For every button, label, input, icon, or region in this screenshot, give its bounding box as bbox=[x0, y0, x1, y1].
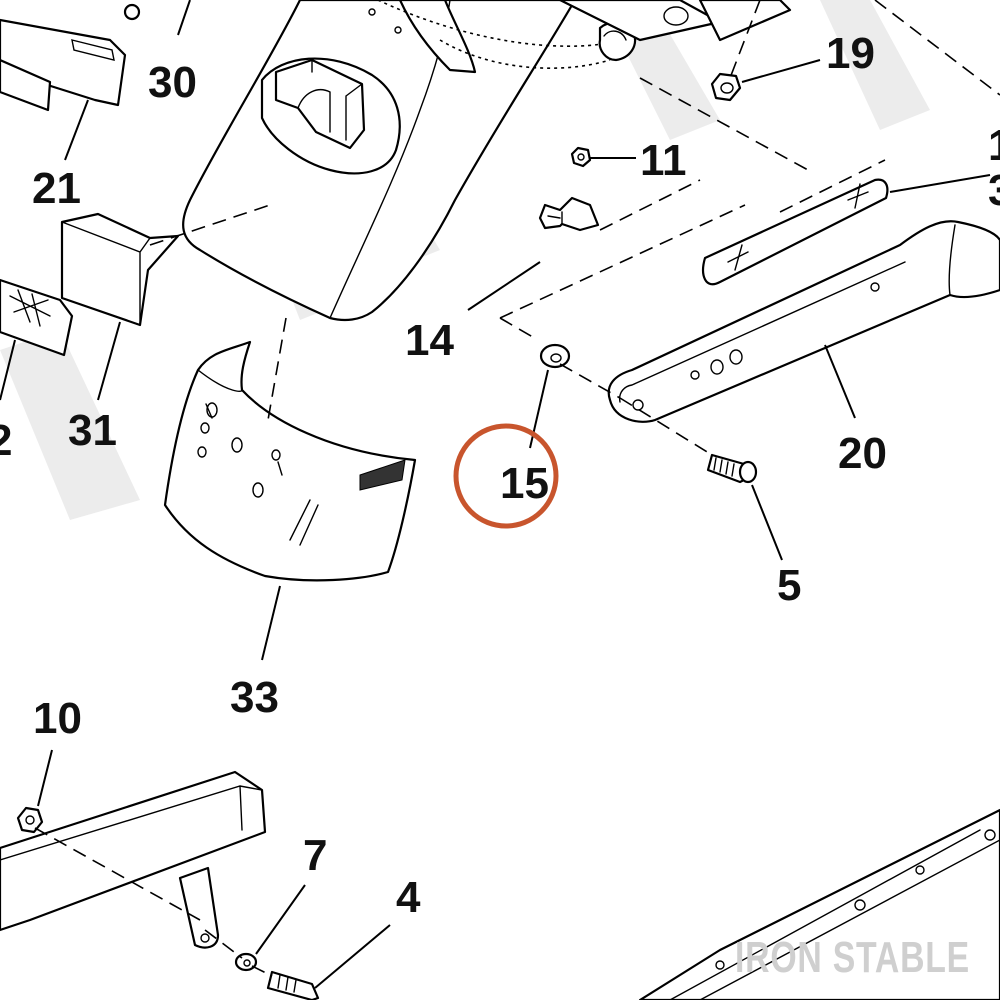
callout-14: 14 bbox=[405, 316, 454, 365]
callout-30: 30 bbox=[148, 58, 197, 107]
fender-mudflap bbox=[163, 340, 417, 582]
nut-10 bbox=[16, 806, 44, 834]
bolt-5 bbox=[706, 453, 758, 484]
callout-highlight-ring bbox=[453, 423, 559, 529]
callout-33: 33 bbox=[230, 673, 279, 722]
lower-rail bbox=[0, 770, 267, 949]
support-bar bbox=[607, 220, 1000, 423]
assembly-lines bbox=[34, 0, 1000, 977]
callout-19: 19 bbox=[826, 29, 875, 78]
rubber-bumper bbox=[60, 212, 180, 327]
callout-3: 3 bbox=[988, 166, 1000, 215]
callout-10: 10 bbox=[33, 694, 82, 743]
washer-7 bbox=[234, 952, 258, 972]
callout-21: 21 bbox=[32, 164, 81, 213]
washer-15 bbox=[539, 343, 571, 369]
nut-19 bbox=[710, 72, 742, 102]
rear-fender bbox=[182, 0, 792, 322]
callout-4: 4 bbox=[396, 873, 421, 922]
callout-2: 2 bbox=[0, 416, 12, 465]
callout-15: 15 bbox=[500, 459, 549, 508]
brand-watermark: IRON STABLE bbox=[735, 933, 970, 982]
callout-labels: 30 21 31 2 19 11 1 3 14 15 20 5 33 10 7 … bbox=[0, 29, 1000, 922]
callout-20: 20 bbox=[838, 429, 887, 478]
frame-lower-right bbox=[638, 808, 1000, 1000]
callout-11: 11 bbox=[640, 136, 687, 185]
fender-bracket bbox=[0, 3, 141, 112]
callout-31: 31 bbox=[68, 406, 117, 455]
callout-7: 7 bbox=[303, 831, 327, 880]
reflector-left bbox=[0, 278, 74, 357]
bolt-4 bbox=[266, 970, 320, 1000]
wire-clip bbox=[538, 196, 600, 232]
callout-5: 5 bbox=[777, 561, 801, 610]
reflector-right bbox=[702, 178, 889, 286]
callout-1: 1 bbox=[988, 121, 1000, 170]
nut-11 bbox=[570, 146, 592, 168]
